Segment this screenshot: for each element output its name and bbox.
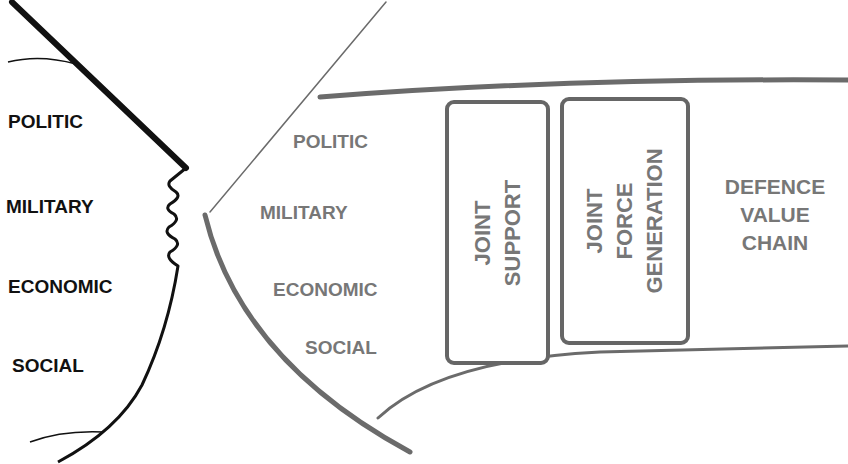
- process-box: JOINT FORCE GENERATION: [560, 97, 690, 345]
- band-title: DEFENCE VALUE CHAIN: [725, 173, 825, 257]
- domain-label: ECONOMIC: [273, 279, 378, 301]
- dimension-label: MILITARY: [6, 196, 94, 218]
- domain-label: POLITIC: [293, 131, 368, 153]
- band-edge: [210, 2, 386, 212]
- domain-label: MILITARY: [260, 202, 348, 224]
- domain-label: SOCIAL: [305, 337, 377, 359]
- band-edge: [320, 80, 848, 97]
- dimension-label: POLITIC: [8, 111, 83, 133]
- dimension-label: ECONOMIC: [8, 276, 113, 298]
- box-label: JOINT FORCE GENERATION: [580, 148, 670, 293]
- dimension-label: SOCIAL: [12, 355, 84, 377]
- box-label: JOINT SUPPORT: [468, 179, 528, 285]
- process-box: JOINT SUPPORT: [445, 100, 550, 365]
